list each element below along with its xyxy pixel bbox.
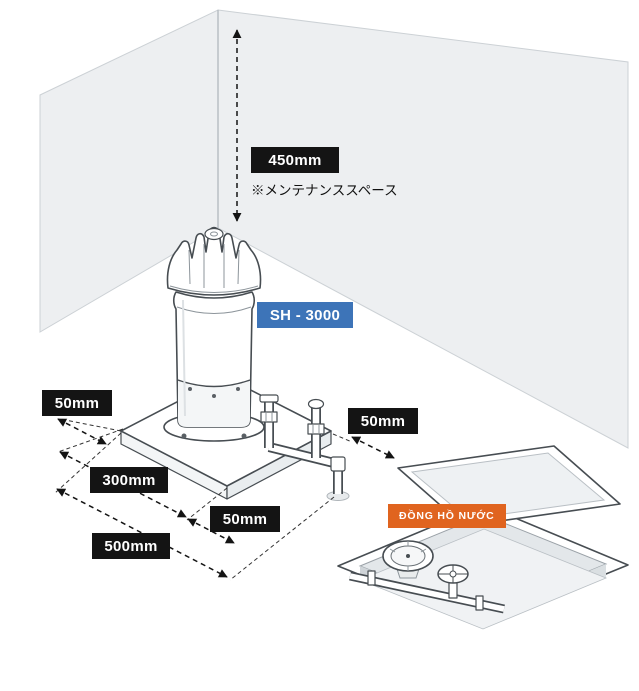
pit-lid-panel: [410, 452, 606, 520]
extension-line: [57, 428, 124, 453]
extension-line: [332, 433, 353, 443]
crown-slot: [237, 249, 240, 285]
flange-bolt: [181, 433, 187, 439]
dimension-label-right-clearance: 50mm: [348, 408, 418, 434]
pump-motor-section: [178, 381, 250, 427]
riser-union-nut: [307, 423, 325, 435]
gauge-center: [406, 554, 410, 558]
gauge-tick: [420, 548, 427, 553]
crown-slot: [188, 249, 191, 285]
piping: [259, 394, 350, 501]
pump-bolt: [236, 387, 240, 391]
pump-top-cap-inner: [210, 231, 218, 237]
dimension-label-pad-width: 300mm: [90, 467, 168, 493]
maintenance-note: ※メンテナンススペース: [251, 183, 398, 198]
crown-base-line: [169, 285, 259, 293]
dimension-label-front-margin: 50mm: [210, 506, 280, 532]
dim-arrow-500mm: [56, 488, 228, 578]
pump-bolt: [188, 387, 192, 391]
riser-cap: [307, 398, 325, 410]
pump-crown-cover: [166, 226, 262, 296]
right-wall: [217, 9, 629, 449]
pit-pipe-flange: [367, 570, 376, 586]
gauge-tick: [389, 548, 396, 553]
meter-pit: [337, 445, 629, 630]
extension-line: [229, 496, 335, 581]
pipe-run-fill: [268, 443, 339, 468]
pump-body-highlight: [182, 299, 186, 417]
dimension-label-maintenance-space: 450mm: [251, 147, 339, 173]
dimension-label-total-clearance: 500mm: [92, 533, 170, 559]
dim-arrow-50mm-right: [351, 436, 395, 459]
pipe-elbow: [330, 456, 346, 472]
pit-floor: [358, 528, 608, 630]
handwheel-hub: [449, 570, 457, 578]
valve-union-nut: [260, 411, 278, 423]
dim-arrow-50mm-left: [57, 418, 107, 445]
pump-bolt: [212, 394, 216, 398]
water-meter-label: ĐỒNG HỒ NƯỚC: [388, 504, 506, 528]
dimension-arrows: [56, 29, 395, 578]
pump-top-cap: [204, 227, 224, 241]
flange-bolt: [241, 433, 247, 439]
valve-handle: [259, 394, 279, 403]
dimension-label-left-clearance: 50mm: [42, 390, 112, 416]
room-walls: [39, 9, 629, 449]
pit-pipe-flange: [475, 595, 484, 611]
model-label: SH - 3000: [257, 302, 353, 328]
pump-unit: [163, 226, 265, 442]
